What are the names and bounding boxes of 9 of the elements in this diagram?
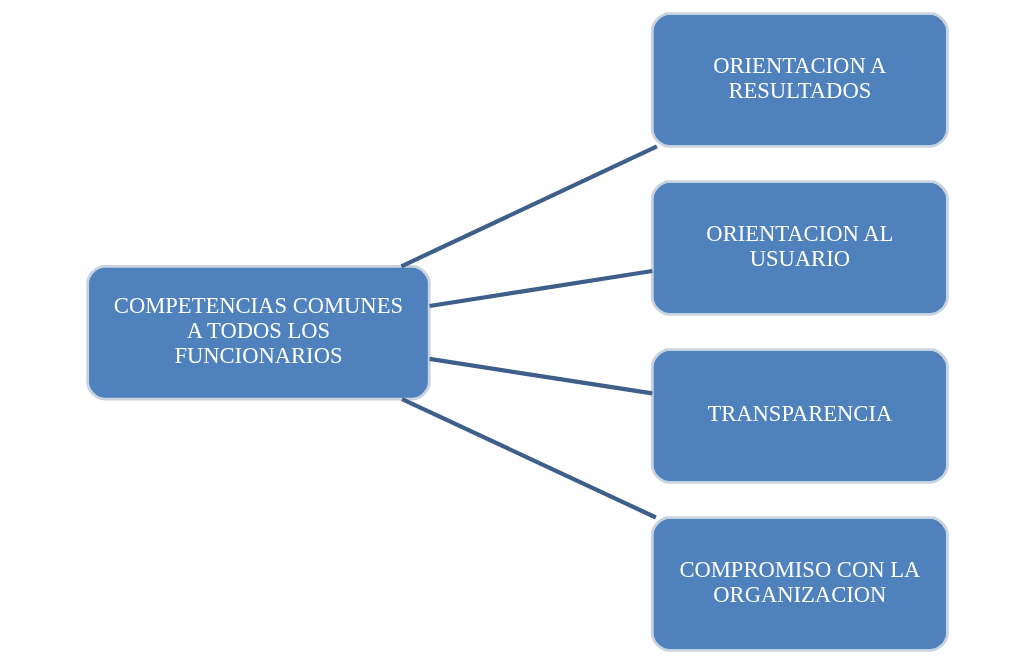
connector bbox=[428, 356, 653, 396]
node-box: COMPROMISO CON LA ORGANIZACION bbox=[650, 516, 949, 652]
connector bbox=[399, 144, 658, 269]
connector bbox=[400, 397, 657, 520]
node-box: ORIENTACION A RESULTADOS bbox=[650, 12, 949, 148]
node-box: ORIENTACION AL USUARIO bbox=[650, 180, 949, 316]
node-box: TRANSPARENCIA bbox=[650, 348, 949, 484]
node-box: COMPETENCIAS COMUNES A TODOS LOS FUNCIONARIOS bbox=[85, 264, 431, 401]
connector bbox=[428, 268, 653, 309]
